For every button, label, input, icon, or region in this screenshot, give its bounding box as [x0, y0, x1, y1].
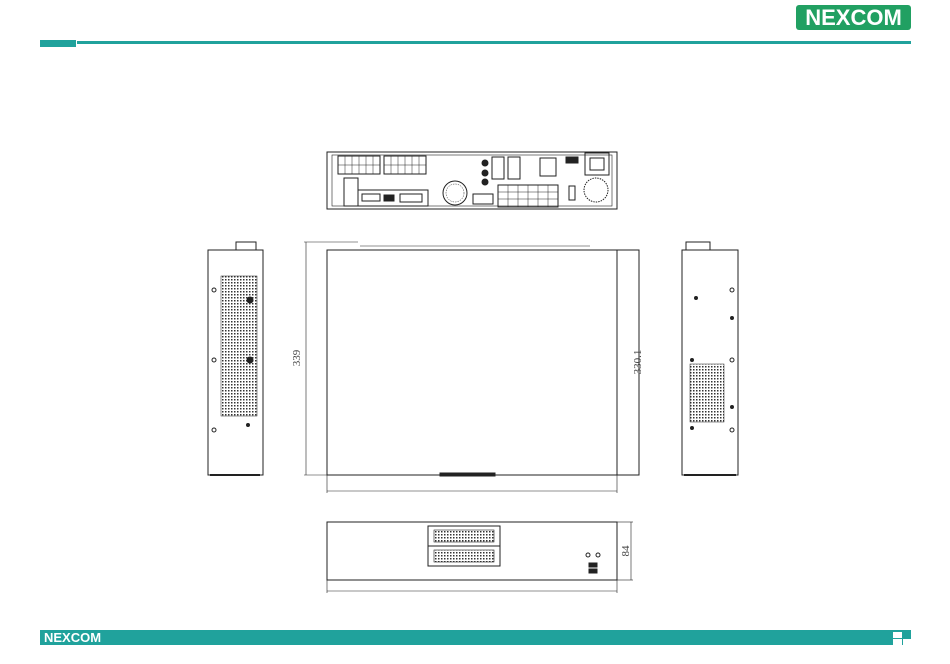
left-side-view — [208, 242, 263, 475]
footer-squares-icon — [893, 632, 913, 646]
right-side-view — [682, 242, 738, 475]
dimension-depth: 339 — [291, 349, 303, 366]
top-view — [304, 242, 639, 493]
footer-bar — [40, 630, 911, 645]
dimension-inner-depth: 330.1 — [632, 350, 644, 375]
nexcom-logo-bottom: NEXCOM — [44, 630, 101, 645]
dimension-height: 84 — [620, 545, 632, 557]
rear-view — [327, 152, 617, 209]
front-view — [327, 522, 633, 593]
